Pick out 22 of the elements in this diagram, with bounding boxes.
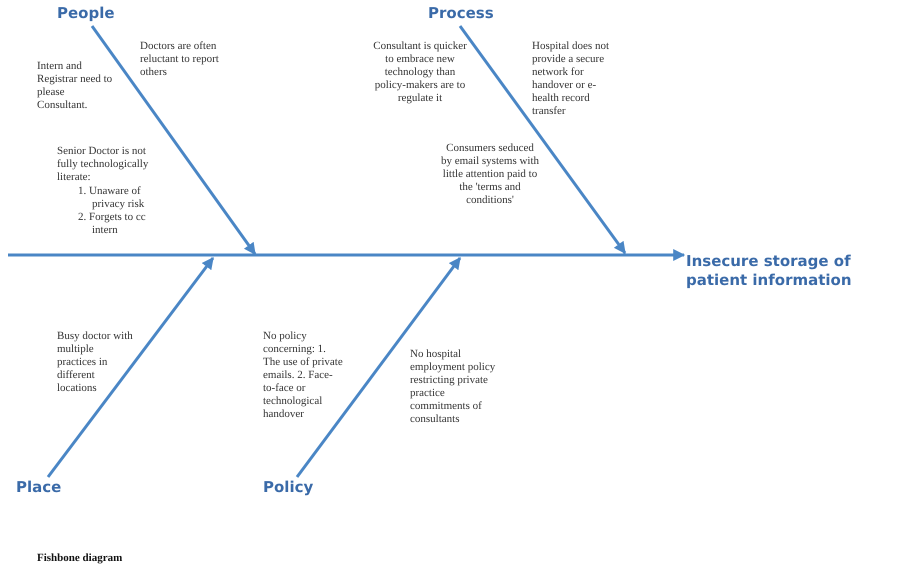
category-label: Policy <box>263 478 314 497</box>
cause-text: No policy concerning: 1. The use of private emails. 2. Face-to-face or technological handover <box>263 330 343 421</box>
cause-text: No hospital employment policy restricting private practice commitments of consultants <box>410 348 496 426</box>
cause-text: Consultant is quicker to embrace new technology than policy-makers are to regulate it <box>372 40 468 105</box>
cause-text: Consumers seduced by email systems with little attention paid to the 'terms and conditions' <box>440 142 540 207</box>
list-item: 2. Forgets to cc intern <box>78 211 147 237</box>
cause-text: Intern and Registrar need to please Consultant. <box>37 60 113 112</box>
cause-text: Senior Doctor is not fully technologically literate: <box>57 145 150 184</box>
caption: Fishbone diagram <box>37 552 122 564</box>
bone-arrow <box>458 25 626 254</box>
cause-text: Hospital does not provide a secure network for handover or e-health record transfer <box>532 40 610 118</box>
category-label: Place <box>16 478 62 497</box>
bone-arrow <box>90 25 256 255</box>
effect-label: Insecure storage of patient information <box>686 252 898 290</box>
cause-text: Doctors are often reluctant to report others <box>140 40 220 79</box>
bone-arrow <box>296 257 462 478</box>
category-label: Process <box>428 4 494 23</box>
list-item: 1. Unaware of privacy risk <box>78 185 146 211</box>
cause-text: Busy doctor with multiple practices in different locations <box>57 330 133 395</box>
spine-arrow <box>8 249 686 261</box>
category-label: People <box>57 4 115 23</box>
bone-arrow <box>46 257 214 478</box>
